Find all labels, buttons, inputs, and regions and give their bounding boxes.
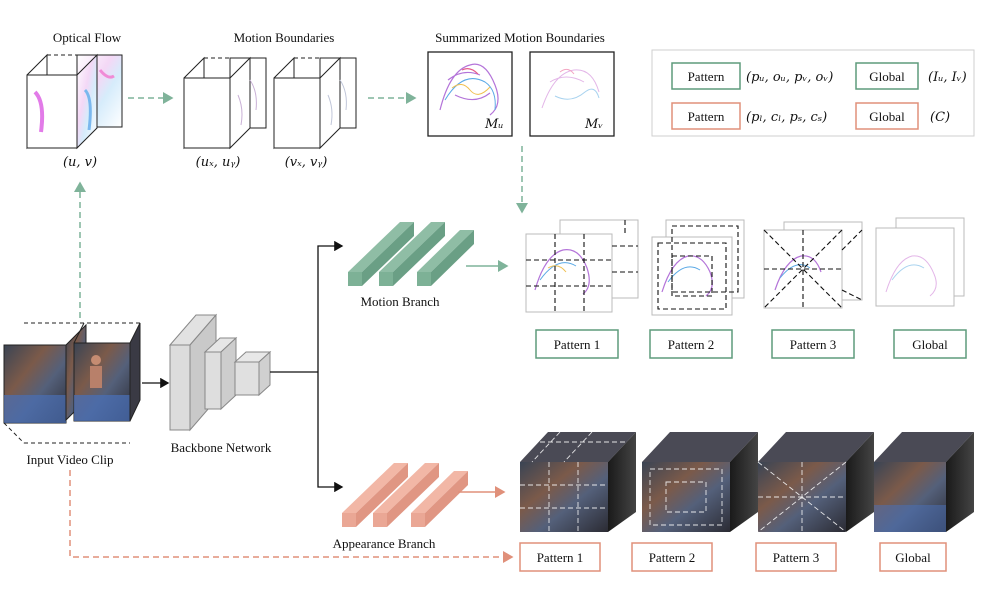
svg-text:Pattern 2: Pattern 2 (668, 337, 715, 352)
appearance-pattern-3-cube (757, 432, 874, 533)
summarized-mu-image (427, 51, 513, 137)
optical-flow-title: Optical Flow (53, 30, 122, 45)
appearance-branch-label: Appearance Branch (333, 536, 436, 551)
svg-text:Pattern 3: Pattern 3 (773, 550, 820, 565)
svg-text:Pattern 1: Pattern 1 (537, 550, 584, 565)
motion-boundaries-v-var: (vₓ, vᵧ) (285, 155, 328, 170)
svg-text:Global: Global (912, 337, 948, 352)
arrow-input-to-appearance-pattern (69, 470, 514, 563)
summarized-mv-label: Mᵥ (584, 117, 603, 132)
legend-global-motion-label: Global (869, 69, 905, 84)
motion-boundaries-title: Motion Boundaries (234, 30, 335, 45)
svg-text:Global: Global (895, 550, 931, 565)
legend-pattern-motion-box (671, 62, 741, 90)
motion-global-visual (875, 217, 965, 307)
legend-global-appearance-box (855, 102, 919, 130)
svg-text:Pattern 3: Pattern 3 (790, 337, 837, 352)
motion-boundaries-v-stack (273, 56, 357, 150)
legend-pattern-appearance-math: (pₗ, cₗ, pₛ, cₛ) (746, 110, 827, 125)
appearance-global-cube (874, 432, 974, 532)
motion-box-pattern-2: Pattern 2 (649, 329, 733, 359)
legend-global-appearance-label: Global (869, 109, 905, 124)
motion-box-pattern-3: Pattern 3 (771, 329, 855, 359)
backbone-network-label: Backbone Network (171, 440, 272, 455)
input-video-clip-label: Input Video Clip (26, 452, 113, 467)
input-video-clip (3, 322, 141, 444)
svg-text:Pattern 1: Pattern 1 (554, 337, 601, 352)
motion-branch-label: Motion Branch (360, 294, 440, 309)
summarized-title: Summarized Motion Boundaries (435, 30, 605, 45)
appearance-box-pattern-1: Pattern 1 (519, 542, 601, 572)
legend-pattern-motion-label: Pattern (688, 69, 725, 84)
motion-box-global: Global (893, 329, 967, 359)
legend-pattern-motion-math: (pᵤ, oᵤ, pᵥ, oᵥ) (746, 70, 833, 85)
appearance-box-pattern-3: Pattern 3 (755, 542, 837, 572)
motion-boundaries-u-stack (183, 56, 267, 150)
motion-pattern-1-visual (525, 219, 639, 313)
motion-boundaries-u-var: (uₓ, uᵧ) (196, 155, 241, 170)
motion-pattern-2-visual (651, 219, 745, 316)
appearance-box-pattern-2: Pattern 2 (631, 542, 713, 572)
optical-flow-stack (26, 53, 123, 150)
legend-global-motion-box (855, 62, 919, 90)
optical-flow-var: (u, v) (63, 155, 97, 170)
summarized-mv-image (529, 51, 615, 137)
arrow-to-motion-branch (317, 240, 344, 372)
motion-pattern-3-visual (763, 221, 863, 309)
appearance-pattern-1-cube (520, 431, 636, 532)
legend-global-appearance-math: (C) (930, 110, 950, 125)
appearance-branch-bars (342, 463, 468, 527)
svg-text:Pattern 2: Pattern 2 (649, 550, 696, 565)
arrow-to-appearance-branch (317, 372, 344, 493)
backbone-network (168, 313, 272, 432)
appearance-pattern-2-cube (642, 432, 758, 532)
legend-pattern-appearance-box (671, 102, 741, 130)
legend-panel: Pattern (pᵤ, oᵤ, pᵥ, oᵥ) Global (Iᵤ, Iᵥ)… (651, 49, 975, 137)
summarized-mu-label: Mᵤ (484, 117, 504, 132)
motion-box-pattern-1: Pattern 1 (535, 329, 619, 359)
legend-global-motion-math: (Iᵤ, Iᵥ) (928, 70, 967, 85)
legend-pattern-appearance-label: Pattern (688, 109, 725, 124)
motion-branch-bars (348, 222, 474, 286)
appearance-box-global: Global (879, 542, 947, 572)
